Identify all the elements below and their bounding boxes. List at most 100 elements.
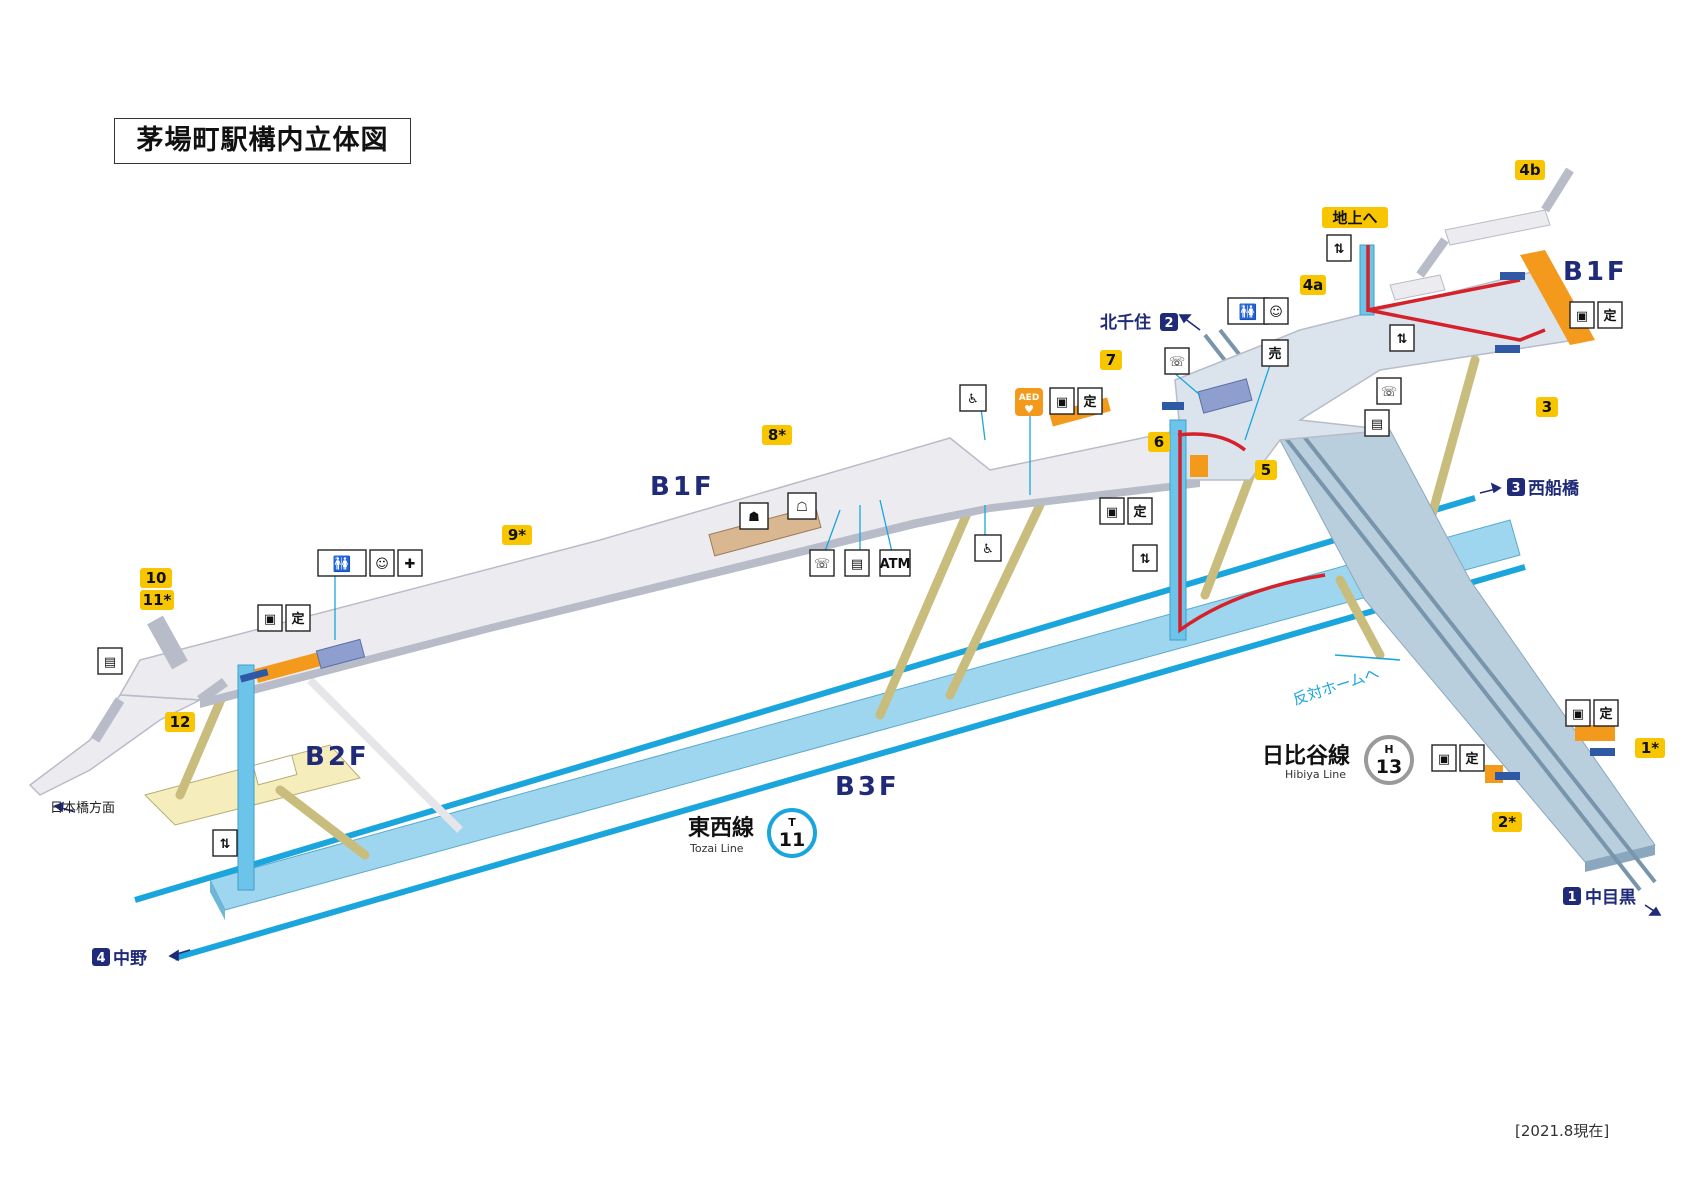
svg-text:▣: ▣ bbox=[1438, 752, 1450, 767]
svg-text:▤: ▤ bbox=[104, 655, 116, 670]
tozai-number: 11 bbox=[779, 829, 805, 851]
stair-12 bbox=[197, 677, 228, 705]
exit-4a: 4a bbox=[1303, 276, 1324, 294]
exit-12: 12 bbox=[170, 713, 191, 731]
baby-icon: ☺ bbox=[369, 549, 395, 577]
exit-5: 5 bbox=[1261, 461, 1271, 479]
svg-text:AED: AED bbox=[1019, 393, 1040, 403]
b3f-platform bbox=[209, 519, 1521, 911]
level-label-b1f-main: B1F bbox=[650, 472, 715, 502]
direction-arrows bbox=[53, 314, 1662, 962]
phone-icon: ☏ bbox=[1376, 377, 1402, 405]
toilets-east bbox=[1197, 378, 1253, 414]
svg-text:⇅: ⇅ bbox=[1334, 242, 1345, 257]
ticket-machine-icon: ▣ bbox=[257, 604, 283, 632]
dest-nishi-funabashi: 西船橋 bbox=[1528, 478, 1580, 499]
svg-text:4: 4 bbox=[96, 951, 105, 966]
opposite-platform-label: 反対ホームへ bbox=[1291, 664, 1382, 709]
teiki-icon: 定 bbox=[1459, 744, 1485, 772]
teiki-icon: 定 bbox=[1597, 301, 1623, 329]
tozai-letter: T bbox=[788, 816, 796, 829]
date-note: [2021.8現在] bbox=[1515, 1122, 1610, 1140]
ticket-machine-icon: ▣ bbox=[1099, 497, 1125, 525]
dest-nihonbashi: 日本橋方面 bbox=[50, 800, 115, 816]
b3f-platform-side bbox=[210, 880, 225, 920]
svg-text:▤: ▤ bbox=[1371, 417, 1383, 432]
aed-icon: AED♥ bbox=[1015, 388, 1043, 416]
exit-4b: 4b bbox=[1519, 161, 1540, 179]
svg-text:☏: ☏ bbox=[1169, 355, 1185, 370]
exit-1: 1* bbox=[1641, 739, 1659, 757]
exit-3: 3 bbox=[1542, 398, 1552, 416]
elevator-shaft-west bbox=[237, 664, 255, 891]
svg-text:☖: ☖ bbox=[796, 500, 808, 515]
ticket-gate-6 bbox=[1190, 455, 1208, 477]
svg-text:定: 定 bbox=[290, 611, 304, 627]
exit-10: 10 bbox=[146, 569, 167, 587]
elevator-icon: ⇅ bbox=[1389, 324, 1415, 352]
locker-icon: ▤ bbox=[1364, 409, 1390, 437]
svg-text:🚻: 🚻 bbox=[1239, 303, 1258, 321]
stair-10-11 bbox=[147, 615, 188, 670]
svg-text:定: 定 bbox=[1464, 751, 1478, 767]
exit-8: 8* bbox=[768, 426, 786, 444]
baby-icon: ☺ bbox=[1263, 297, 1289, 325]
exit-chijo: 地上へ bbox=[1332, 209, 1377, 227]
svg-text:♥: ♥ bbox=[1024, 403, 1034, 416]
svg-text:1: 1 bbox=[1567, 890, 1576, 905]
svg-text:▣: ▣ bbox=[264, 612, 276, 627]
ticket-machine-icon: ▣ bbox=[1049, 387, 1075, 415]
svg-text:3: 3 bbox=[1511, 481, 1520, 496]
stair-west-lower bbox=[90, 697, 125, 743]
svg-text:▤: ▤ bbox=[851, 557, 863, 572]
accessible-route bbox=[1177, 245, 1546, 634]
tozai-track-lower bbox=[174, 564, 1526, 961]
svg-text:♿: ♿ bbox=[967, 392, 979, 407]
teiki-icon: 定 bbox=[285, 604, 311, 632]
dest-nakano: 中野 bbox=[113, 948, 147, 969]
level-label-b1f-east: B1F bbox=[1563, 257, 1628, 287]
hibiya-letter: H bbox=[1384, 743, 1393, 756]
exit-6: 6 bbox=[1154, 433, 1164, 451]
svg-text:売: 売 bbox=[1268, 346, 1281, 362]
svg-text:▣: ▣ bbox=[1106, 505, 1118, 520]
svg-text:定: 定 bbox=[1598, 706, 1612, 722]
turnstiles bbox=[1162, 272, 1615, 780]
phone-icon: ☏ bbox=[809, 549, 835, 577]
page-title: 茅場町駅構内立体図 bbox=[114, 118, 411, 164]
svg-text:定: 定 bbox=[1132, 504, 1146, 520]
exit-7: 7 bbox=[1106, 351, 1116, 369]
hibiya-number: 13 bbox=[1376, 756, 1402, 778]
level-label-b2f: B2F bbox=[305, 742, 370, 772]
svg-text:☏: ☏ bbox=[814, 557, 830, 572]
shop-icon: 売 bbox=[1261, 339, 1289, 367]
ticket-gate-1 bbox=[1575, 725, 1615, 741]
tozai-name-ja: 東西線 bbox=[688, 815, 754, 841]
svg-text:✚: ✚ bbox=[405, 557, 416, 572]
wheelchair-icon: ♿ bbox=[959, 384, 987, 412]
exit-11: 11* bbox=[143, 591, 172, 609]
elevator-icon: ⇅ bbox=[1326, 234, 1352, 262]
ticket-machine-icon: ▣ bbox=[1569, 301, 1595, 329]
hibiya-platform-side bbox=[1585, 845, 1655, 872]
svg-text:🚻: 🚻 bbox=[333, 555, 352, 573]
facility-icons: ⇅ ⇅ ⇅ ⇅ 🚻 ☺ 🚻 ☺ ✚ ☏ ☏ ☏ ▤ ATM ▤ ▤ ♿ ♿ AE… bbox=[97, 234, 1623, 857]
svg-text:定: 定 bbox=[1082, 394, 1096, 410]
toilets-west bbox=[315, 638, 366, 669]
svg-text:☏: ☏ bbox=[1381, 385, 1397, 400]
hibiya-name-ja: 日比谷線 bbox=[1262, 743, 1350, 769]
stair-passage-4a bbox=[1389, 274, 1446, 301]
svg-text:⇅: ⇅ bbox=[220, 837, 231, 852]
hibiya-name-en: Hibiya Line bbox=[1285, 768, 1346, 781]
teiki-icon: 定 bbox=[1077, 387, 1103, 415]
svg-text:ATM: ATM bbox=[880, 557, 911, 572]
teiki-icon: 定 bbox=[1127, 497, 1153, 525]
exit-2: 2* bbox=[1498, 813, 1516, 831]
escalator-supports bbox=[307, 677, 463, 833]
locker-icon: ▤ bbox=[844, 549, 870, 577]
svg-text:♿: ♿ bbox=[982, 542, 994, 557]
stair-passage-4b bbox=[1444, 209, 1551, 246]
info-desk-icon: ☖ bbox=[787, 492, 817, 520]
hibiya-badge: 日比谷線 Hibiya Line H 13 bbox=[1262, 735, 1414, 785]
